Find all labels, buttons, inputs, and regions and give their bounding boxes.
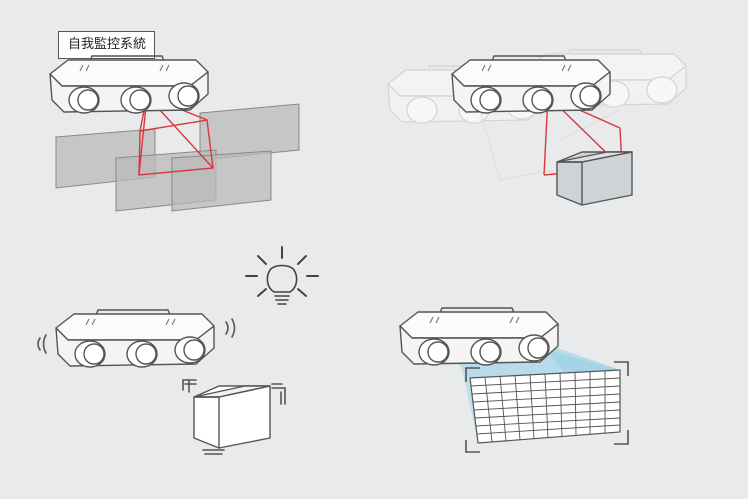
cube-test-scene [387, 49, 687, 206]
stereo-camera-icon [451, 55, 611, 114]
vibration-marks-icon [37, 318, 286, 455]
grid-pattern-icon [465, 361, 629, 453]
stereo-camera-icon [399, 307, 559, 366]
stereo-camera-icon [49, 55, 209, 114]
vibration-test-scene [37, 309, 286, 455]
cube-icon [193, 385, 271, 449]
panel-test-scene [49, 55, 300, 212]
system-label: 自我監控系統 [58, 31, 156, 59]
lightbulb-icon [245, 246, 319, 305]
stereo-camera-icon [55, 309, 215, 368]
pattern-projection-scene [399, 307, 629, 453]
cube-icon [556, 151, 633, 206]
